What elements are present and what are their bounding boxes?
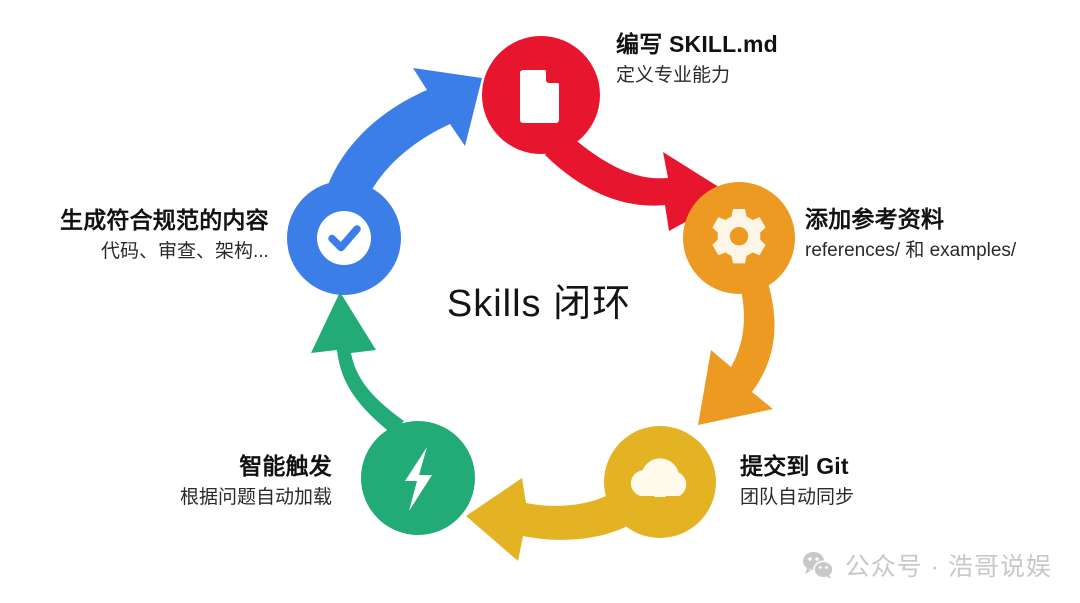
label-generate-content-subtitle: 代码、审查、架构...	[100, 241, 269, 263]
node-commit-git[interactable]	[604, 426, 716, 538]
arrow-trigger-to-generate	[311, 292, 404, 434]
node-write-skill[interactable]	[482, 36, 600, 154]
label-commit-git-title: 提交到 Git	[740, 453, 849, 479]
label-smart-trigger: 智能触发 根据问题自动加载	[180, 452, 332, 511]
label-add-reference-title: 添加参考资料	[805, 206, 945, 232]
watermark: 公众号 · 浩哥说娱	[802, 547, 1052, 583]
label-generate-content: 生成符合规范的内容 代码、审查、架构...	[60, 206, 269, 265]
label-add-reference-subtitle: references/ 和 examples/	[805, 240, 1017, 262]
label-write-skill: 编写 SKILL.md 定义专业能力	[616, 30, 778, 89]
label-generate-content-title: 生成符合规范的内容	[60, 207, 269, 233]
center-title-text: Skills 闭环	[446, 283, 632, 325]
label-smart-trigger-subtitle: 根据问题自动加载	[180, 487, 333, 509]
label-commit-git: 提交到 Git 团队自动同步	[740, 452, 854, 511]
arrow-generate-to-write	[328, 68, 482, 199]
node-smart-trigger[interactable]	[361, 421, 475, 535]
label-commit-git-subtitle: 团队自动同步	[740, 487, 855, 509]
center-title: Skills 闭环	[0, 272, 1080, 327]
lightning-bolt-icon	[405, 447, 432, 511]
label-write-skill-title: 编写 SKILL.md	[616, 31, 778, 57]
label-smart-trigger-title: 智能触发	[239, 453, 333, 479]
node-add-reference[interactable]	[683, 182, 795, 294]
arrow-reference-to-commit	[698, 283, 775, 425]
watermark-text: 公众号 · 浩哥说娱	[844, 553, 1052, 581]
check-circle-icon	[317, 211, 371, 265]
gear-icon	[712, 209, 766, 264]
label-write-skill-subtitle: 定义专业能力	[616, 65, 731, 87]
arrow-commit-to-trigger	[466, 478, 629, 561]
document-icon	[520, 70, 559, 123]
arrow-write-to-reference	[545, 132, 733, 231]
wechat-icon	[802, 552, 834, 579]
cloud-upload-icon	[630, 458, 687, 497]
node-generate-content[interactable]	[287, 181, 401, 295]
label-add-reference: 添加参考资料 references/ 和 examples/	[805, 205, 1016, 264]
